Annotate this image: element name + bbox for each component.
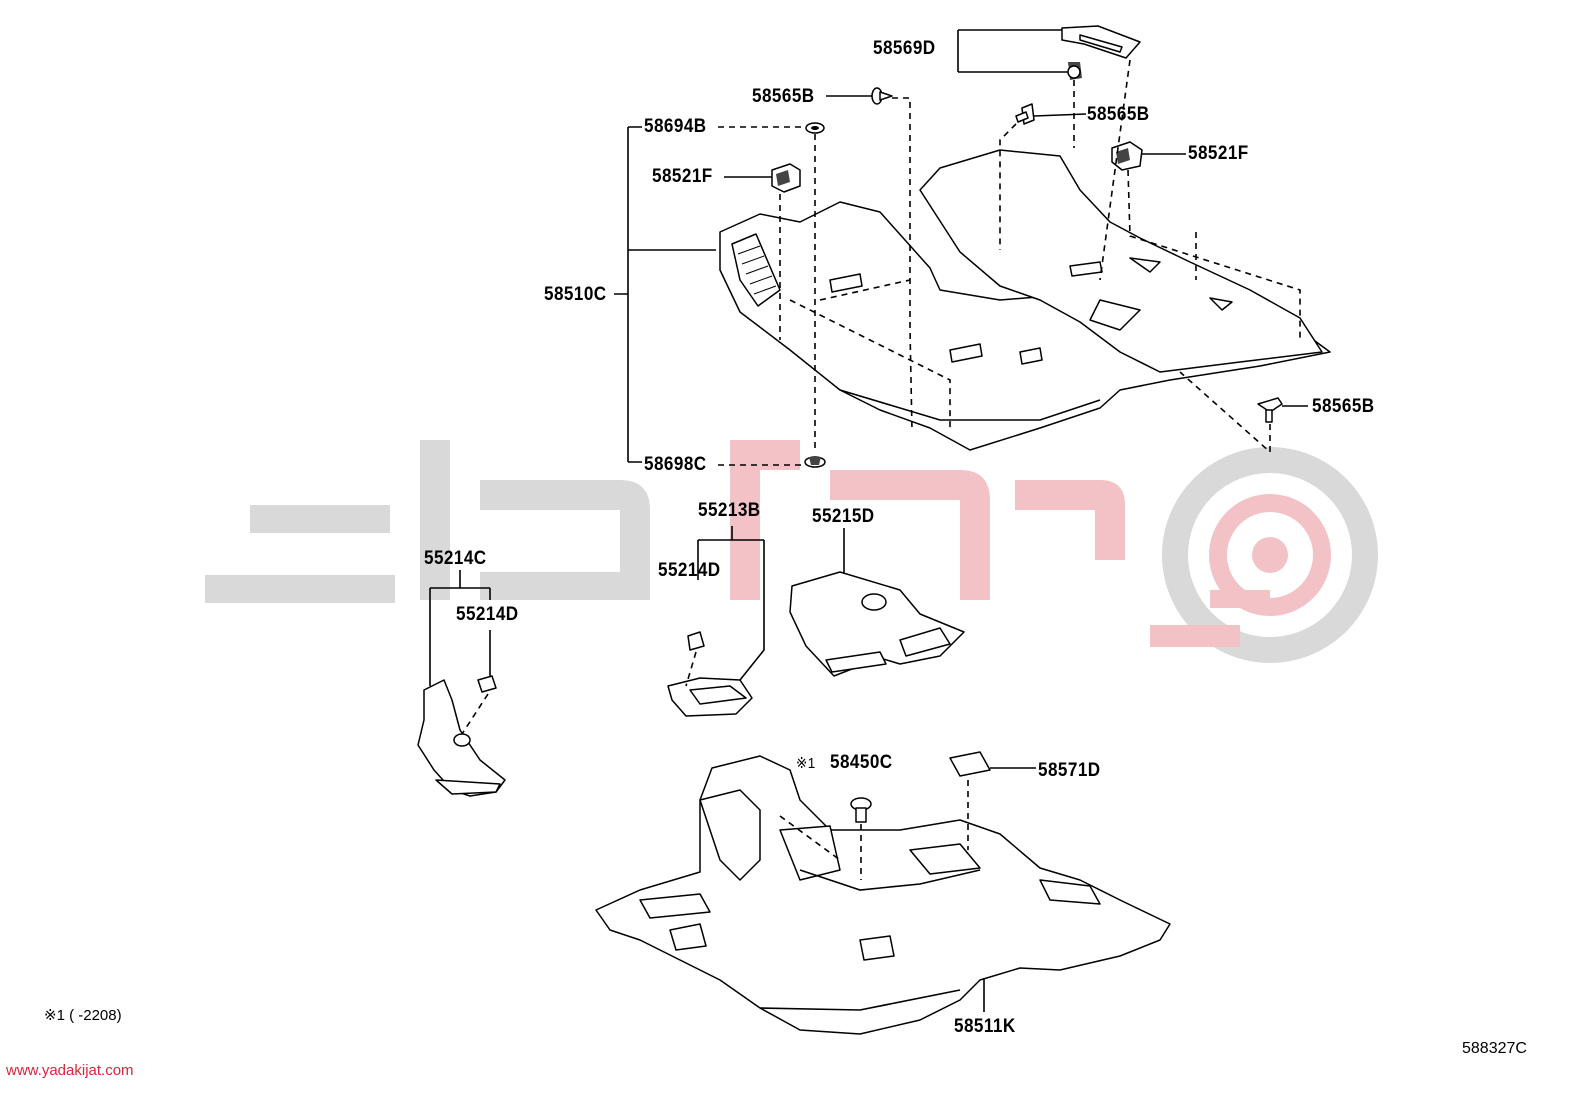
clip-55214D-left	[477, 675, 497, 693]
carpet-58511K	[595, 755, 1171, 1035]
footnote: ※1 ( -2208)	[44, 1007, 122, 1024]
watermark-url[interactable]: www.yadakijat.com	[6, 1062, 134, 1079]
clip-55214D-mid	[687, 631, 705, 651]
label-58521F-left: 58521F	[652, 166, 713, 187]
alignment-dashes	[461, 59, 1301, 880]
label-55214C: 55214C	[424, 548, 487, 569]
label-58521F-right: 58521F	[1188, 143, 1249, 164]
clip-58565B-right	[1015, 103, 1035, 125]
label-55215D: 55215D	[812, 506, 875, 527]
label-58569D: 58569D	[873, 38, 936, 59]
carpet-58510C	[719, 149, 1331, 451]
part-58698C	[804, 456, 826, 468]
watermark-logo	[205, 440, 1378, 663]
label-58565B-lower: 58565B	[1312, 396, 1375, 417]
part-58694B	[805, 122, 825, 134]
part-55214C	[417, 679, 506, 797]
clip-58565B-top	[871, 87, 893, 105]
part-58521F-left	[771, 163, 801, 193]
part-55215D	[789, 571, 965, 677]
label-55213B: 55213B	[698, 500, 761, 521]
label-58450C-mark: ※1	[796, 755, 816, 772]
clip-58450C	[850, 797, 872, 823]
label-58565B-right: 58565B	[1087, 104, 1150, 125]
label-58698C: 58698C	[644, 454, 707, 475]
part-55213B	[667, 677, 753, 717]
leader-lines	[429, 29, 1308, 1012]
pad-58571D	[949, 751, 991, 777]
label-58511K: 58511K	[954, 1016, 1016, 1037]
label-58565B-top: 58565B	[752, 86, 815, 107]
label-58694B: 58694B	[644, 116, 707, 137]
label-58510C: 58510C	[544, 284, 607, 305]
label-58450C: 58450C	[830, 752, 893, 773]
clip-58565B-lower	[1257, 397, 1283, 423]
part-58521F-right	[1111, 141, 1143, 171]
label-58571D: 58571D	[1038, 760, 1101, 781]
label-55214D-mid: 55214D	[658, 560, 721, 581]
label-55214D-left: 55214D	[456, 604, 519, 625]
diagram-code: 588327C	[1462, 1040, 1527, 1057]
